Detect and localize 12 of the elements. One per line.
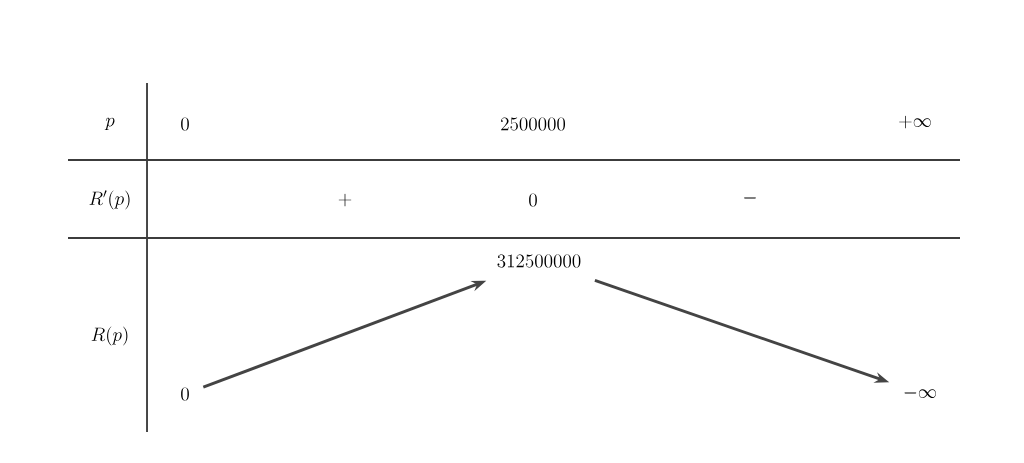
table-cell: $+\infty$ [899,115,931,129]
table-cell: $0$ [529,193,537,207]
table-cell: $0$ [181,117,189,131]
sign-cell: $-$ [744,197,756,199]
header-cell: $R(p)$ [91,326,128,346]
value-label: $0$ [181,387,189,401]
header-cell: $p$ [104,117,115,130]
value-label: $-\infty$ [904,389,936,398]
header-cell: $R'(p)$ [89,190,130,210]
table-cell: $2500000$ [501,117,566,131]
value-label: $312500000$ [497,254,581,268]
sign-cell: $+$ [338,193,352,207]
